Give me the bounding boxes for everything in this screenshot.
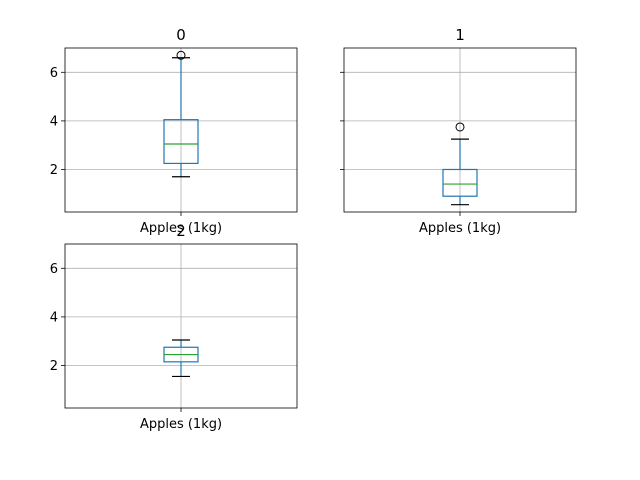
- outlier-point: [455, 122, 465, 132]
- x-tick-label: Apples (1kg): [140, 221, 222, 236]
- y-tick-label: 6: [50, 66, 58, 81]
- subplot-title: 2: [176, 222, 186, 240]
- y-tick-label: 4: [50, 310, 58, 325]
- y-tick-label: 4: [50, 114, 58, 129]
- axes-frame: [343, 47, 577, 213]
- subplot-title: 0: [176, 26, 186, 44]
- x-tick-label: Apples (1kg): [140, 417, 222, 432]
- y-tick-label: 6: [50, 262, 58, 277]
- axes-frame: [64, 243, 298, 409]
- box-iqr: [442, 168, 478, 197]
- y-tick-label: 2: [50, 163, 58, 178]
- box-iqr: [163, 119, 199, 165]
- subplot-title: 1: [455, 26, 465, 44]
- subplot-1: Apples (1kg) 1: [340, 26, 577, 236]
- axes-frame: [64, 47, 298, 213]
- y-tick-label: 2: [50, 359, 58, 374]
- outlier-point: [176, 50, 186, 60]
- x-tick-label: Apples (1kg): [419, 221, 501, 236]
